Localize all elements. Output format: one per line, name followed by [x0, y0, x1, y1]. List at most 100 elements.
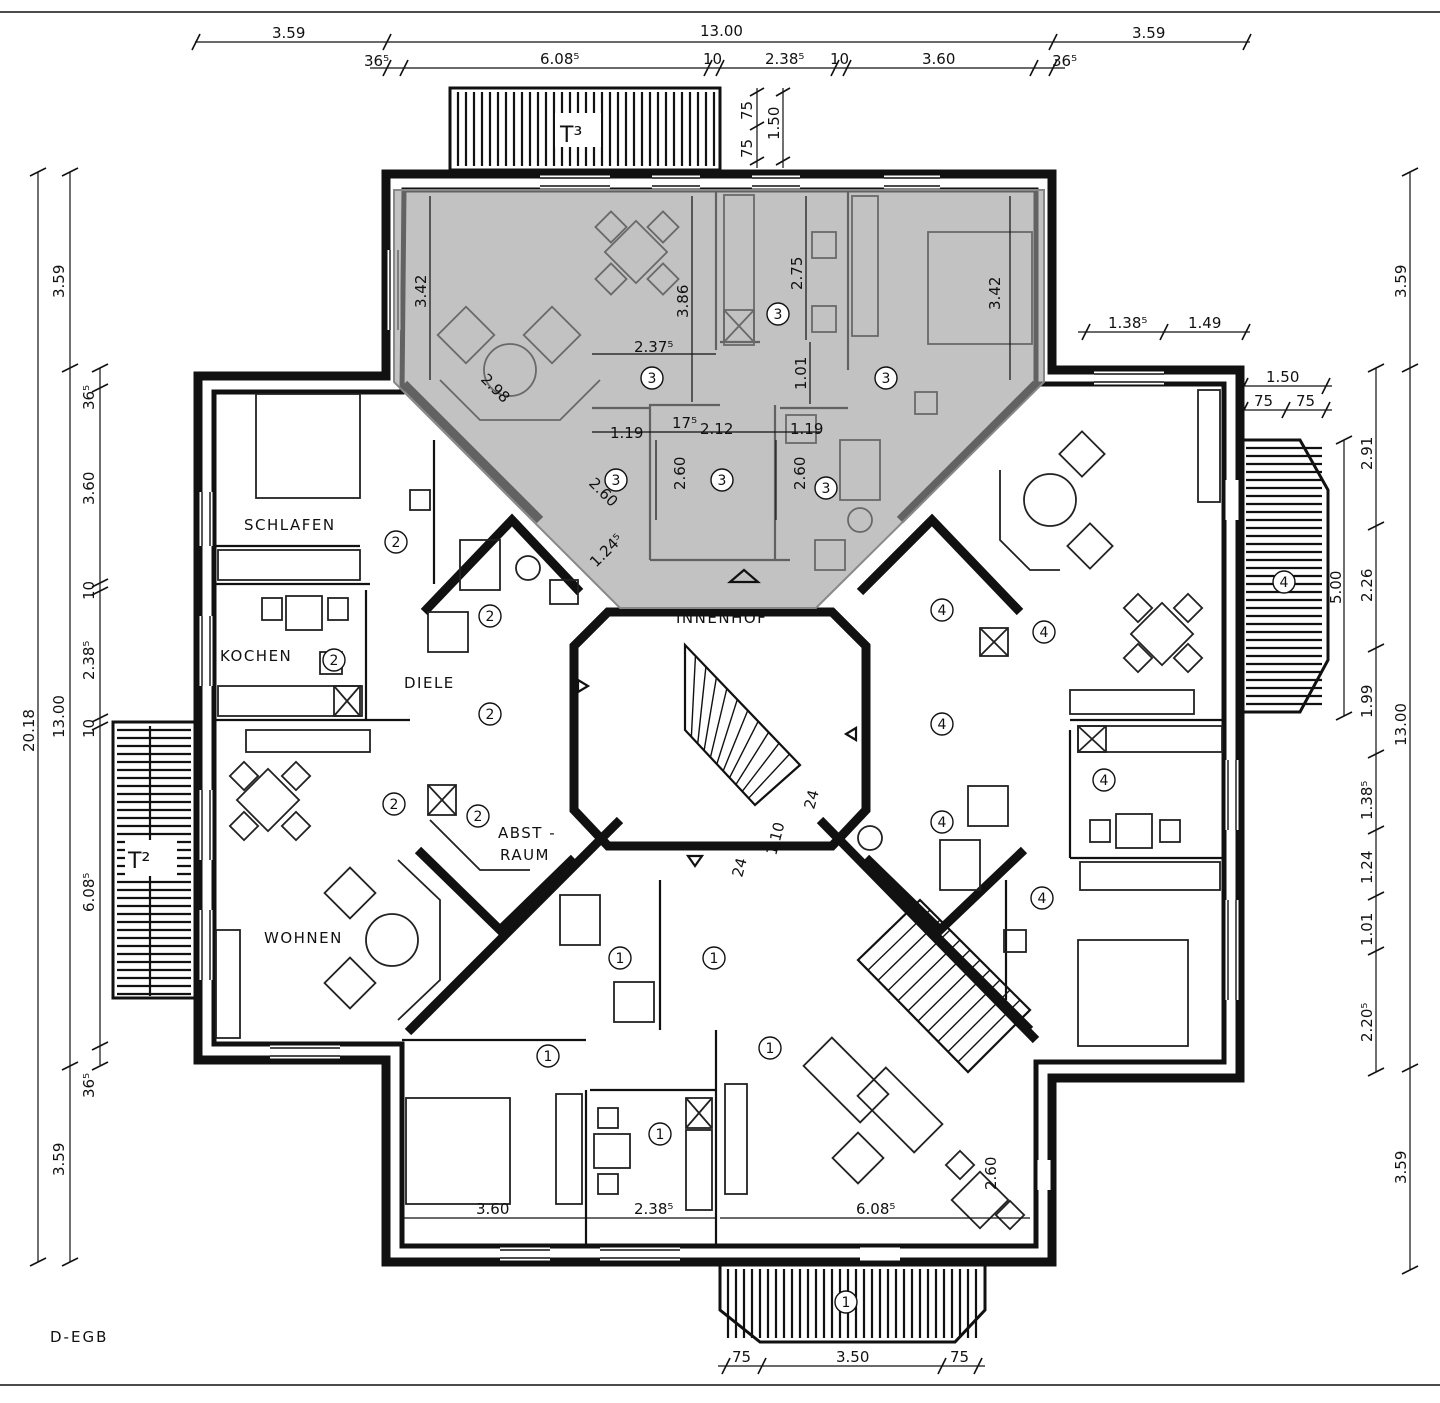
dim-top-total: 13.00 [700, 22, 743, 40]
unit-marker-1: 1 [608, 946, 632, 970]
dim-int-12: 2.60 [671, 457, 689, 490]
svg-text:2: 2 [486, 609, 495, 625]
dimension-chain-left: 3.59 36⁵ 3.60 10 2.38⁵ 10 13.00 20.18 6.… [20, 167, 109, 1267]
svg-text:1: 1 [656, 1127, 665, 1143]
dim-top-right: 3.59 [1132, 24, 1165, 42]
unit-marker-1: 1 [758, 1036, 782, 1060]
dim-int-22: 2.60 [982, 1157, 1000, 1190]
dim-left-total: 20.18 [20, 709, 38, 752]
highlighted-unit-overlay [393, 189, 1045, 609]
svg-text:1: 1 [766, 1041, 775, 1057]
room-label-schlafen: SCHLAFEN [244, 516, 336, 534]
unit-marker-1: 1 [536, 1044, 560, 1068]
dim-int-2: 3.86 [674, 285, 692, 318]
dim-left-top: 3.59 [50, 265, 68, 298]
unit-marker-2: 2 [384, 530, 408, 554]
dim-right-middle: 13.00 [1392, 703, 1410, 746]
unit-marker-3: 3 [710, 468, 734, 492]
dim-left-wall-2: 10 [80, 581, 98, 600]
room-label-innenhof: INNENHOF [676, 609, 767, 627]
unit-marker-4: 4 [1030, 886, 1054, 910]
dim-top-wall-2: 10 [703, 50, 722, 68]
unit-marker-1: 1 [648, 1122, 672, 1146]
unit-marker-4: 4 [930, 598, 954, 622]
unit-marker-4: 4 [930, 712, 954, 736]
dim-int-19: 3.60 [476, 1200, 509, 1218]
dim-top-wall-left: 36⁵ [364, 52, 389, 70]
dim-top-room-2: 2.38⁵ [765, 50, 804, 68]
svg-text:2: 2 [390, 797, 399, 813]
svg-text:3: 3 [612, 473, 621, 489]
dim-top-wall-right: 36⁵ [1052, 52, 1077, 70]
dim-int-6: 3.42 [986, 277, 1004, 310]
dim-left-bottom: 3.59 [50, 1143, 68, 1176]
dim-left-middle: 13.00 [50, 695, 68, 738]
dim-right-d: 1.38⁵ [1358, 781, 1376, 820]
dimension-chain-top: 3.59 13.00 3.59 36⁵ 6.08⁵ 10 2.38⁵ 10 3.… [191, 22, 1252, 77]
svg-text:3: 3 [822, 481, 831, 497]
svg-text:4: 4 [938, 603, 947, 619]
dim-right-a: 2.91 [1358, 437, 1376, 470]
svg-text:2: 2 [330, 653, 339, 669]
svg-text:4: 4 [1040, 625, 1049, 641]
dim-right-e: 1.24 [1358, 851, 1376, 884]
svg-text:3: 3 [774, 307, 783, 323]
dim-right-g: 2.20⁵ [1358, 1003, 1376, 1042]
dim-int-10: 2.12 [700, 420, 733, 438]
dim-t3-c: 1.50 [765, 107, 783, 140]
dim-int-20: 2.38⁵ [634, 1200, 673, 1218]
dim-int-17: 1.10 [762, 820, 788, 857]
unit-marker-3: 3 [640, 366, 664, 390]
dim-right-t4-b: 1.49 [1188, 314, 1221, 332]
dim-right-c: 1.99 [1358, 685, 1376, 718]
dim-int-3: 2.37⁵ [634, 338, 673, 356]
dim-int-8: 1.19 [610, 424, 643, 442]
svg-text:2: 2 [486, 707, 495, 723]
dim-top-left: 3.59 [272, 24, 305, 42]
dim-right-b: 2.26 [1358, 569, 1376, 602]
svg-text:3: 3 [718, 473, 727, 489]
unit-marker-4: 4 [1032, 620, 1056, 644]
dim-int-9: 17⁵ [672, 414, 697, 432]
unit-marker-3: 3 [814, 476, 838, 500]
drawing-code: D-EGB [50, 1328, 108, 1346]
dim-right-t4-d: 75 [1254, 392, 1273, 410]
unit-marker-2: 2 [478, 702, 502, 726]
dim-top-room-1: 6.08⁵ [540, 50, 579, 68]
dim-right-t4-c: 1.50 [1266, 368, 1299, 386]
dim-right-terrace: 5.00 [1327, 571, 1345, 604]
terrace-t3: T³ [448, 86, 722, 172]
dim-int-13: 2.60 [791, 457, 809, 490]
svg-text:4: 4 [1038, 891, 1047, 907]
dim-t3-a: 75 [738, 101, 756, 120]
svg-text:1: 1 [544, 1049, 553, 1065]
unit-marker-4: 4 [1272, 570, 1296, 594]
dim-int-21: 6.08⁵ [856, 1200, 895, 1218]
dimension-chain-bottom: 75 3.50 75 [718, 1348, 985, 1375]
unit-markers: 3 3 3 3 3 3 2 2 2 2 2 2 4 4 4 4 4 4 4 1 … [322, 302, 1296, 1314]
svg-text:3: 3 [648, 371, 657, 387]
stair-southeast [856, 898, 1032, 1074]
unit-marker-2: 2 [466, 804, 490, 828]
room-label-abst: ABST - [498, 824, 556, 842]
dim-right-t4-a: 1.38⁵ [1108, 314, 1147, 332]
dim-bottom-c: 75 [950, 1348, 969, 1366]
room-label-kochen: KOCHEN [220, 647, 292, 665]
stair-courtyard [683, 642, 802, 807]
unit-marker-3: 3 [874, 366, 898, 390]
terrace-t2-label: T² [127, 849, 150, 874]
entrance-markers [576, 568, 858, 868]
dim-int-1: 3.42 [412, 275, 430, 308]
svg-text:1: 1 [710, 951, 719, 967]
unit-marker-3: 3 [766, 302, 790, 326]
dimension-chain-top-terrace: 75 75 1.50 [738, 87, 791, 168]
dim-left-wohnen: 6.08⁵ [80, 873, 98, 912]
dim-bottom-b: 3.50 [836, 1348, 869, 1366]
room-label-wohnen: WOHNEN [264, 929, 343, 947]
svg-text:1: 1 [842, 1295, 851, 1311]
dimension-chain-right: 3.59 1.38⁵ 1.49 1.50 75 75 2.91 2.26 5.0… [1078, 167, 1419, 1275]
dim-right-t4-e: 75 [1296, 392, 1315, 410]
room-labels: SCHLAFEN KOCHEN DIELE WOHNEN INNENHOF AB… [220, 516, 767, 947]
unit-marker-2: 2 [382, 792, 406, 816]
